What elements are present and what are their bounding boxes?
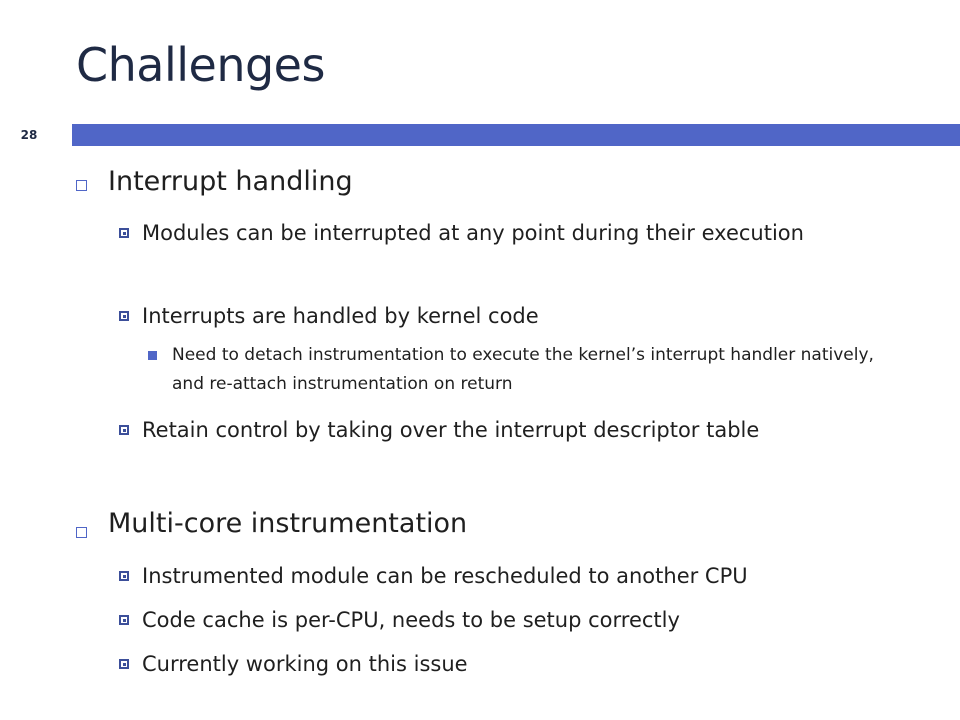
bullet-currently-working: Currently working on this issue (142, 652, 468, 676)
subbullet-detach-instrumentation: Need to detach instrumentation to execut… (172, 345, 874, 394)
square-bullet-icon (119, 659, 129, 669)
square-bullet-icon (119, 571, 129, 581)
title-accent-bar (72, 124, 960, 146)
square-bullet-icon (119, 311, 129, 321)
bullet-rescheduled-cpu: Instrumented module can be rescheduled t… (142, 564, 748, 588)
slide-title: Challenges (76, 38, 325, 92)
hollow-square-bullet-icon (76, 180, 87, 191)
section-heading-interrupt-handling: Interrupt handling (108, 166, 353, 197)
slide-number: 28 (20, 128, 38, 142)
square-bullet-icon (119, 228, 129, 238)
section-heading-multi-core: Multi-core instrumentation (108, 508, 468, 539)
hollow-square-bullet-icon (76, 527, 87, 538)
square-bullet-icon (119, 425, 129, 435)
bullet-code-cache-per-cpu: Code cache is per-CPU, needs to be setup… (142, 608, 680, 632)
square-bullet-icon (119, 615, 129, 625)
bullet-retain-control-idt: Retain control by taking over the interr… (142, 418, 760, 442)
filled-square-bullet-icon (148, 351, 157, 360)
bullet-interrupts-kernel-code: Interrupts are handled by kernel code (142, 304, 539, 328)
bullet-modules-interrupted: Modules can be interrupted at any point … (142, 221, 804, 245)
